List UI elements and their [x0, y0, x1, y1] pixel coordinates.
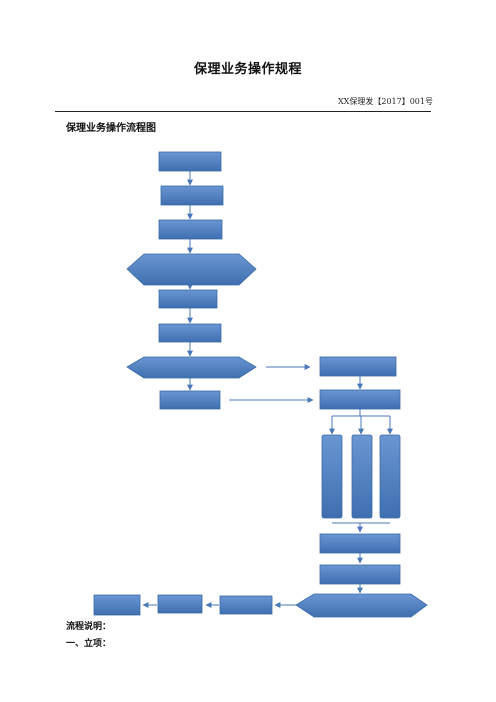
flow-step-9	[319, 533, 401, 554]
flow-branch-3	[379, 434, 401, 519]
item-one-heading: 一、立项：	[66, 639, 112, 649]
flow-step-12	[157, 594, 203, 614]
document-number: XX保理发【2017】001号	[337, 97, 433, 106]
flow-step-1	[158, 151, 222, 172]
flow-step-3	[158, 219, 223, 240]
flow-step-7	[319, 356, 397, 377]
flow-decision-3	[295, 593, 428, 618]
flow-step-10	[319, 564, 401, 585]
flow-step-11	[219, 595, 273, 615]
flow-step-6	[159, 390, 221, 410]
flow-step-5	[158, 323, 222, 343]
flow-decision-2	[126, 356, 257, 379]
flow-step-2	[160, 185, 224, 206]
flow-step-8	[319, 389, 401, 410]
flow-decision-1	[126, 253, 257, 286]
flow-branch-2	[351, 434, 373, 519]
flow-step-13	[93, 594, 141, 616]
flow-branch-1	[321, 434, 343, 519]
section-title: 保理业务操作流程图	[66, 123, 156, 134]
header-rule	[55, 111, 431, 112]
flow-notes-label: 流程说明：	[66, 622, 112, 632]
document-title: 保理业务操作规程	[193, 62, 302, 77]
flow-step-4	[158, 289, 218, 309]
